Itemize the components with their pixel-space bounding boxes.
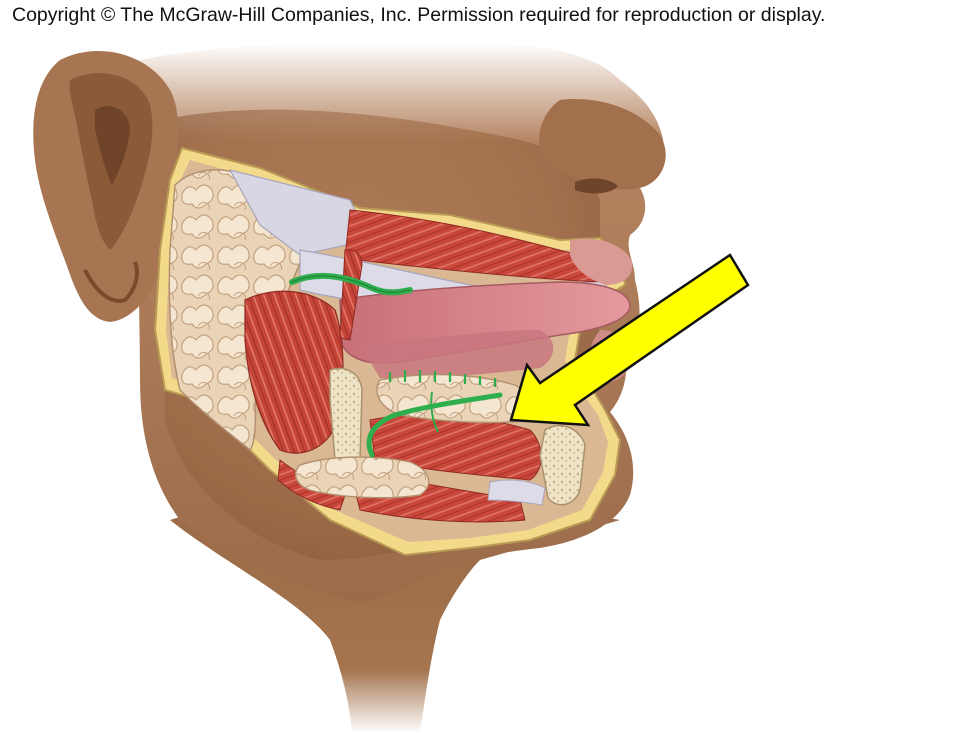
vertical-nerve (430, 391, 439, 433)
upper-lip (570, 238, 633, 285)
parotid-duct-outline (291, 275, 411, 293)
submandibular-duct (366, 392, 503, 458)
mandible-ramus-bone (329, 367, 363, 469)
ear (33, 51, 179, 322)
highlight-arrow (509, 253, 750, 427)
stylo-muscle (339, 249, 363, 341)
submandibular-gland (294, 456, 430, 499)
fascia-band-upper (228, 169, 371, 256)
mandible-body-bone (539, 424, 586, 506)
nostril (575, 178, 618, 194)
tongue-under (360, 330, 554, 379)
nose (539, 99, 666, 190)
sublingual-ducts (388, 370, 497, 387)
copyright-notice: Copyright © The McGraw-Hill Companies, I… (12, 4, 826, 26)
digastric-tendon (487, 479, 546, 506)
